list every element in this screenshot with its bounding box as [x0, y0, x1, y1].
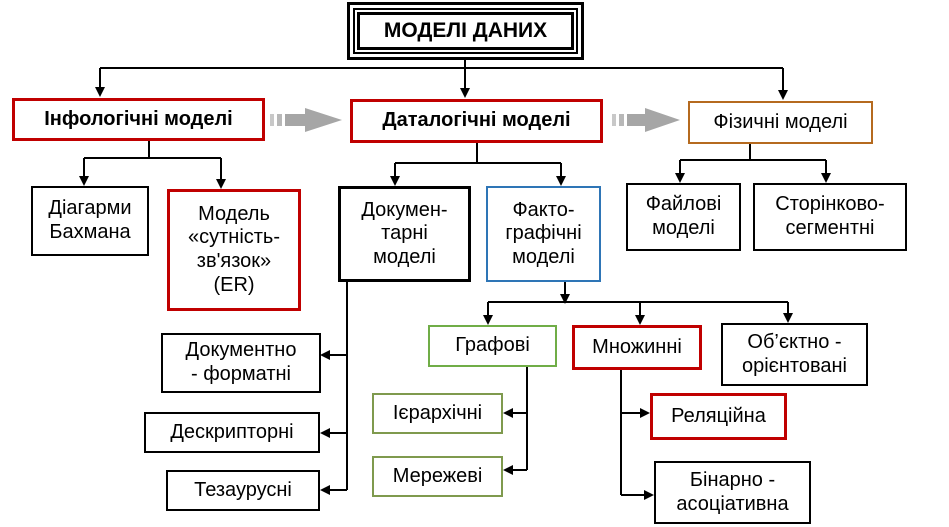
node-graph: Графові — [428, 325, 557, 367]
node-network: Мережеві — [372, 456, 503, 497]
node-infological-models: Інфологічні моделі — [12, 98, 265, 141]
node-thesaurus: Тезаурусні — [166, 470, 320, 511]
node-binary-associative: Бінарно - асоціативна — [654, 461, 811, 524]
node-file-models: Файлові моделі — [626, 183, 741, 251]
node-datalogical-models: Даталогічні моделі — [350, 99, 603, 143]
node-set: Множинні — [572, 325, 702, 370]
node-doc-format: Документно - форматні — [161, 333, 321, 393]
node-physical-models: Фізичні моделі — [688, 101, 873, 144]
title-box: МОДЕЛІ ДАНИХ — [347, 2, 584, 60]
node-hierarchical: Ієрархічні — [372, 393, 503, 434]
node-factographic-models: Факто- графічні моделі — [486, 186, 601, 282]
node-object-oriented: Об’єктно - орієнтовані — [721, 323, 868, 386]
node-bachman-diagrams: Діагарми Бахмана — [31, 186, 149, 256]
flow-arrow-2 — [612, 108, 680, 132]
node-relational: Реляційна — [650, 393, 787, 440]
flow-arrow-1 — [270, 108, 342, 132]
node-page-segment-models: Сторінково- сегментні — [753, 183, 907, 251]
node-documentary-models: Докумен- тарні моделі — [338, 186, 471, 282]
node-er-model: Модель «сутність- зв'язок» (ER) — [167, 189, 301, 311]
title-frame: МОДЕЛІ ДАНИХ — [353, 8, 578, 54]
node-descriptor: Дескрипторні — [144, 412, 320, 453]
page-title: МОДЕЛІ ДАНИХ — [357, 12, 574, 50]
